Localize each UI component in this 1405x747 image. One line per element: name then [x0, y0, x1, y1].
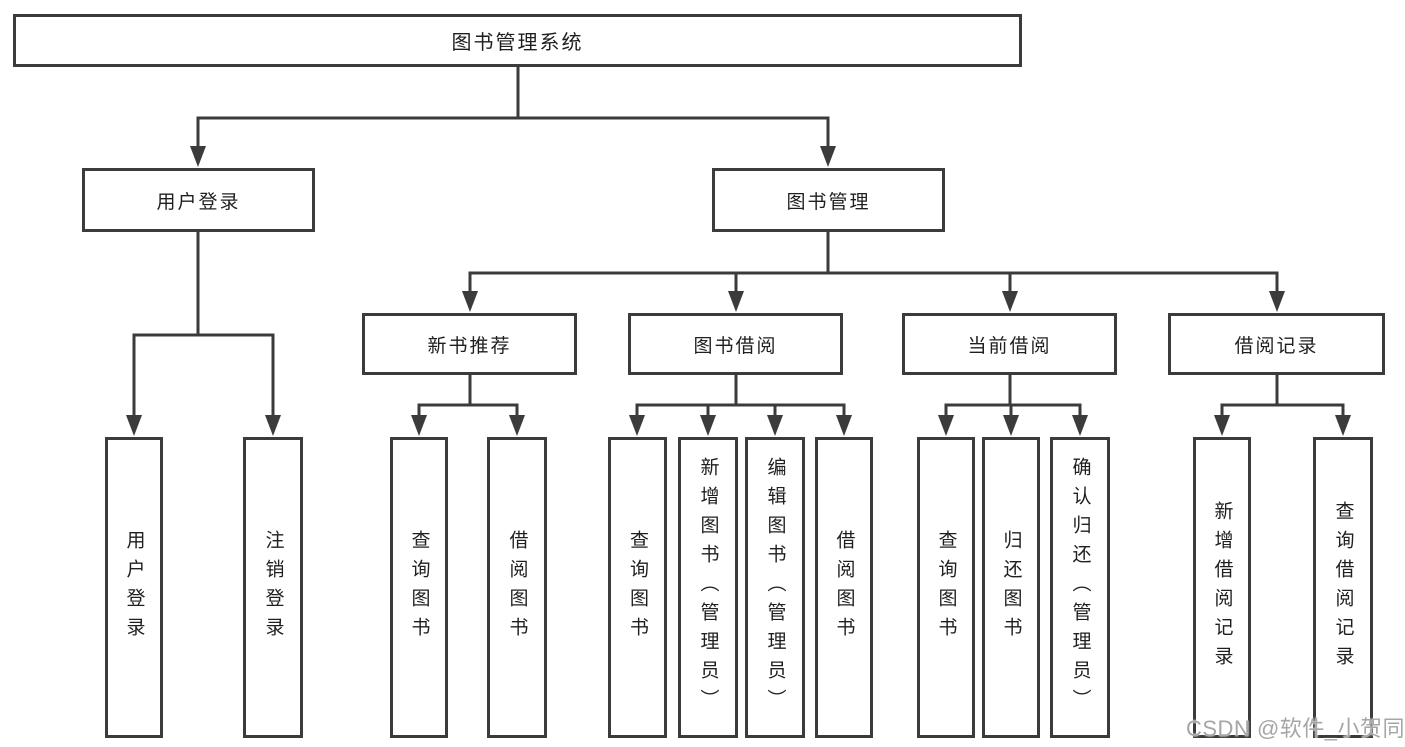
- node-label: 查询图书: [935, 529, 957, 646]
- node-label: 借阅记录: [1234, 335, 1319, 357]
- node-label: 归还图书: [1000, 529, 1022, 646]
- node-label: 图书管理系统: [451, 32, 584, 54]
- leaf-confirm-return-admin: 确认归还（管理员）: [1050, 437, 1110, 738]
- leaf-edit-books-admin: 编辑图书（管理员）: [745, 437, 805, 738]
- node-label: 图书借阅: [693, 335, 778, 357]
- node-label: 图书管理: [786, 191, 871, 213]
- node-label: 借阅图书: [506, 529, 528, 646]
- node-label: 新增借阅记录: [1211, 500, 1233, 675]
- node-label: 查询借阅记录: [1332, 500, 1354, 675]
- leaf-query-borrow-record: 查询借阅记录: [1313, 437, 1373, 738]
- node-label: 新书推荐: [427, 335, 512, 357]
- leaf-query-books-borrowing: 查询图书: [608, 437, 667, 738]
- leaf-return-books: 归还图书: [982, 437, 1040, 738]
- node-label: 用户登录: [156, 191, 241, 213]
- leaf-add-borrow-record: 新增借阅记录: [1193, 437, 1251, 738]
- node-label: 编辑图书（管理员）: [764, 457, 786, 718]
- node-label: 用户登录: [123, 529, 145, 646]
- leaf-user-login: 用户登录: [105, 437, 163, 738]
- node-new-book-recommendation: 新书推荐: [362, 313, 577, 375]
- node-borrowing-records: 借阅记录: [1168, 313, 1385, 375]
- node-label: 查询图书: [627, 529, 648, 646]
- leaf-query-books-current: 查询图书: [917, 437, 975, 738]
- leaf-borrow-books-recommendation: 借阅图书: [487, 437, 547, 738]
- leaf-borrow-books: 借阅图书: [815, 437, 873, 738]
- node-label: 确认归还（管理员）: [1069, 457, 1091, 718]
- leaf-logout: 注销登录: [243, 437, 303, 738]
- node-user-login: 用户登录: [82, 168, 315, 232]
- csdn-watermark: CSDN @软件_小贺同学: [1186, 716, 1405, 741]
- leaf-query-books-recommendation: 查询图书: [390, 437, 448, 738]
- node-label: 新增图书（管理员）: [697, 457, 719, 718]
- node-book-management: 图书管理: [712, 168, 945, 232]
- node-library-management-system: 图书管理系统: [13, 14, 1022, 67]
- node-label: 注销登录: [262, 529, 284, 646]
- node-label: 借阅图书: [833, 529, 855, 646]
- node-current-borrowing: 当前借阅: [902, 313, 1117, 375]
- node-label: 查询图书: [408, 529, 430, 646]
- node-label: 当前借阅: [967, 335, 1052, 357]
- leaf-add-books-admin: 新增图书（管理员）: [678, 437, 738, 738]
- node-book-borrowing: 图书借阅: [628, 313, 843, 375]
